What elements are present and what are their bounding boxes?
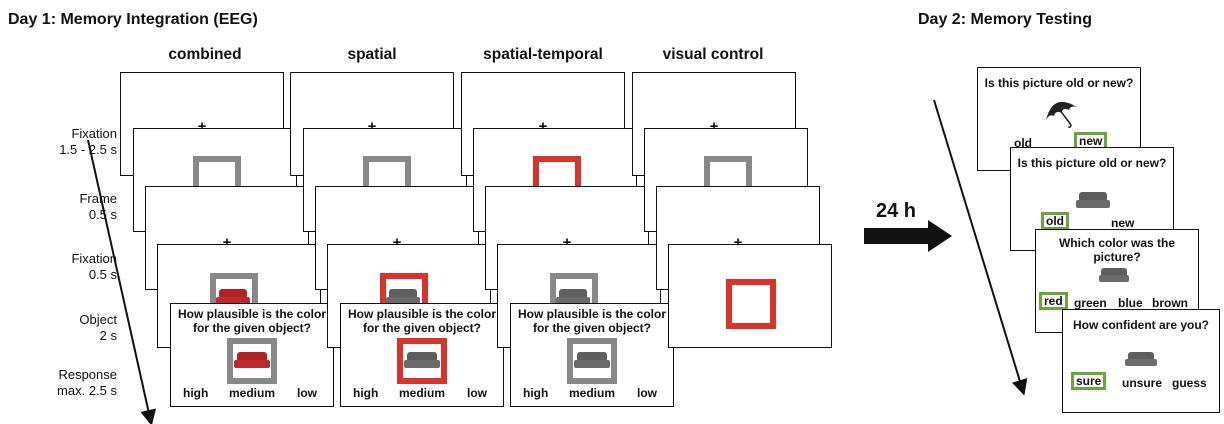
option-old-selected: old [1041, 212, 1069, 230]
option-medium: medium [229, 386, 276, 400]
fixation-cross: + [367, 118, 377, 135]
umbrella-icon [1045, 101, 1078, 129]
option-brown: brown [1152, 296, 1188, 310]
option-red-selected: red [1039, 292, 1068, 310]
fixation-cross: + [709, 118, 719, 135]
question-old-new: Is this picture old or new? [984, 76, 1134, 90]
response-question: How plausible is the color for the given… [347, 307, 497, 335]
screen-response: How plausible is the color for the given… [340, 303, 504, 407]
fixation-cross: + [562, 234, 572, 251]
sofa-icon [1076, 192, 1110, 212]
day1-header: Day 1: Memory Integration (EEG) [8, 11, 258, 28]
delay-label: 24 h [876, 200, 917, 222]
option-low: low [467, 386, 487, 400]
screen-response: How plausible is the color for the given… [170, 303, 334, 407]
sofa-icon [574, 352, 610, 372]
sofa-icon [1125, 352, 1157, 370]
option-low: low [297, 386, 317, 400]
response-question: How plausible is the color for the given… [177, 307, 327, 335]
sofa-icon [386, 289, 420, 309]
condition-visual-control: visual control [662, 46, 764, 63]
screen-confidence: How confident are you? sure unsure guess [1062, 309, 1220, 413]
question-confidence: How confident are you? [1072, 318, 1209, 332]
frame-red [397, 338, 447, 384]
question-color: Which color was the picture? [1058, 236, 1175, 264]
frame-gray [567, 338, 617, 384]
option-medium: medium [399, 386, 446, 400]
time-arrow-day1 [87, 139, 157, 424]
day2-header: Day 2: Memory Testing [918, 11, 1092, 28]
option-medium: medium [569, 386, 616, 400]
sofa-icon [1099, 268, 1129, 286]
fixation-cross: + [392, 234, 402, 251]
option-old: old [1014, 136, 1032, 150]
arrow-right-icon [864, 220, 952, 252]
fixation-cross: + [538, 118, 548, 135]
option-blue: blue [1118, 296, 1143, 310]
option-new: new [1111, 216, 1135, 230]
sofa-icon [234, 352, 270, 372]
sofa-icon [556, 289, 590, 309]
condition-spatial-temporal: spatial-temporal [483, 46, 603, 63]
option-unsure: unsure [1122, 376, 1163, 390]
fixation-cross: + [197, 118, 207, 135]
response-question: How plausible is the color for the given… [517, 307, 667, 335]
option-guess: guess [1172, 376, 1207, 390]
option-green: green [1074, 296, 1107, 310]
frame-red [726, 279, 776, 329]
option-high: high [353, 386, 379, 400]
time-arrow-day2 [933, 99, 1028, 396]
option-sure-selected: sure [1071, 372, 1107, 390]
sofa-icon [216, 289, 250, 309]
question-old-new: Is this picture old or new? [1017, 156, 1167, 170]
frame-gray [227, 338, 277, 384]
fixation-cross: + [733, 234, 743, 251]
screen-response: How plausible is the color for the given… [510, 303, 674, 407]
option-low: low [637, 386, 657, 400]
screen-object [668, 244, 832, 348]
fixation-cross: + [222, 234, 232, 251]
condition-combined: combined [168, 46, 242, 63]
sofa-icon [404, 352, 440, 372]
option-high: high [183, 386, 209, 400]
condition-spatial: spatial [347, 46, 397, 63]
option-high: high [523, 386, 549, 400]
